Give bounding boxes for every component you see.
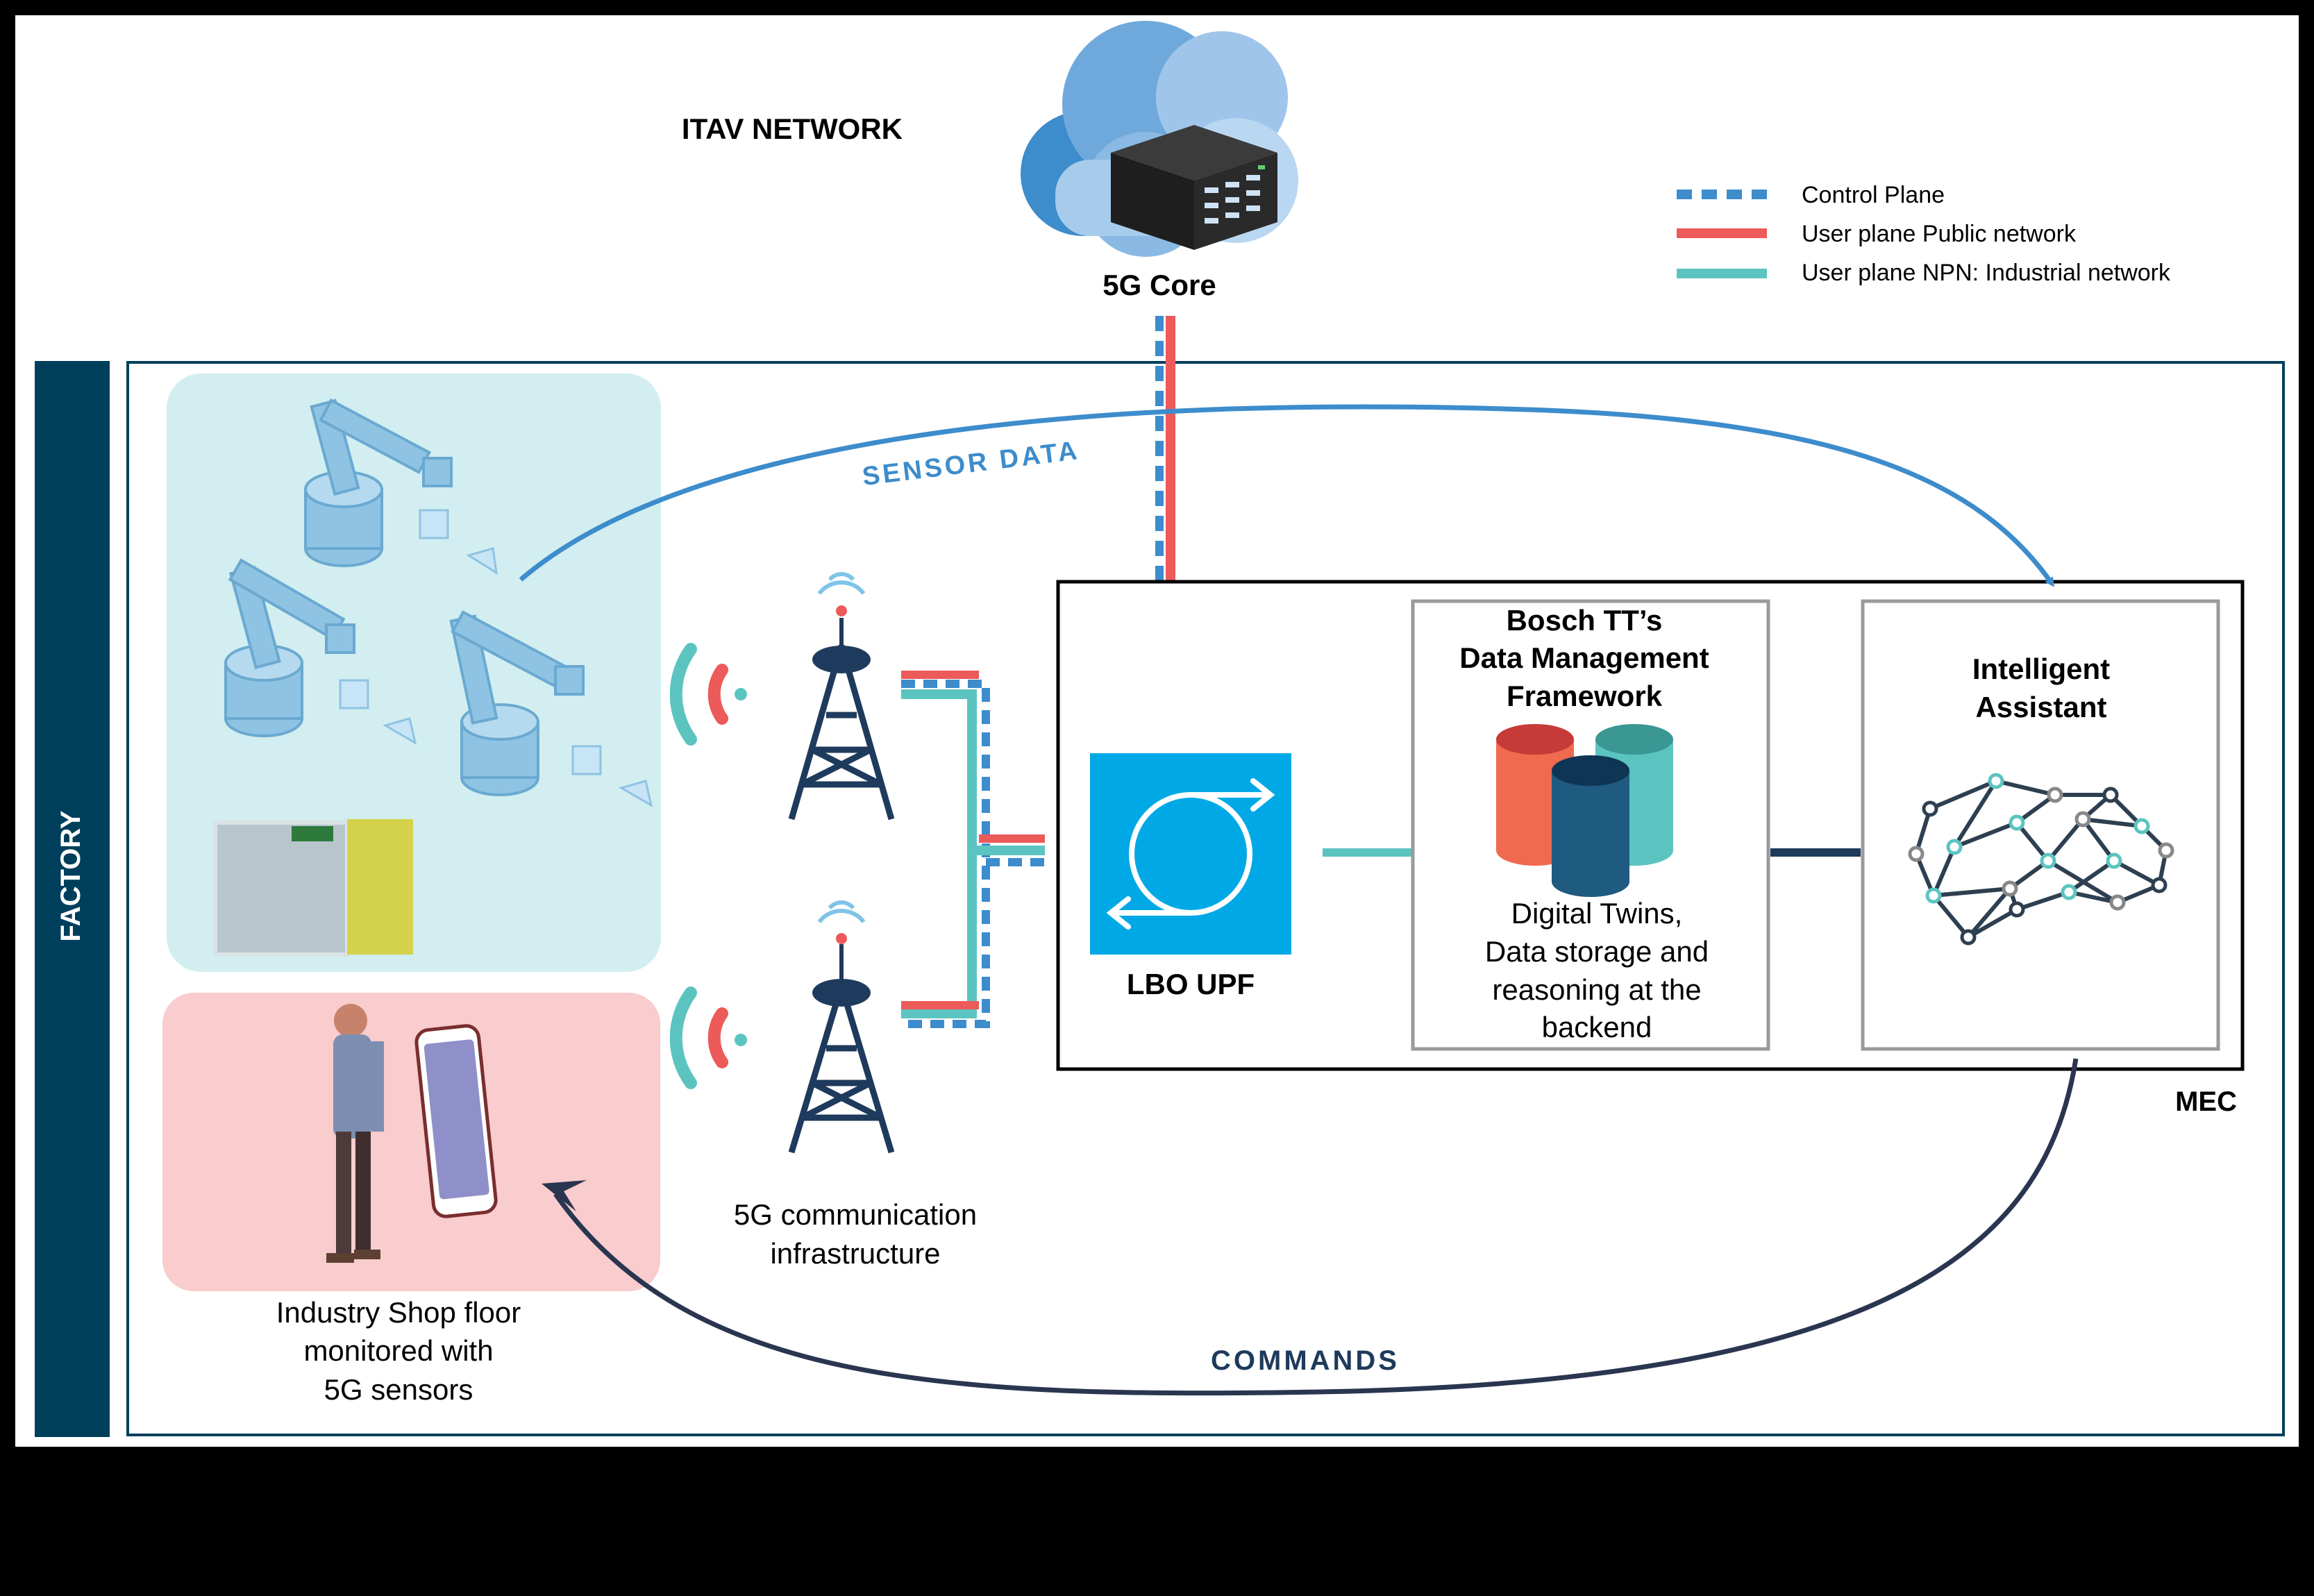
infra-caption-2: infrastructure	[770, 1237, 940, 1270]
dmf-title-2: Data Management	[1459, 641, 1709, 674]
commands-label: COMMANDS	[1211, 1345, 1400, 1376]
assistant-title-2: Assistant	[1975, 691, 2106, 723]
mec-label: MEC	[2175, 1086, 2237, 1117]
cell-tower-icon	[788, 571, 895, 1154]
shop-floor-caption-2: monitored with	[303, 1334, 493, 1367]
robot-arm-icon	[224, 398, 585, 796]
core-label: 5G Core	[1102, 269, 1216, 301]
factory-label: FACTORY	[56, 810, 86, 941]
dmf-title-3: Framework	[1507, 680, 1663, 712]
legend: Control Plane User plane Public network …	[1677, 182, 2171, 286]
legend-label-npn: User plane NPN: Industrial network	[1802, 260, 2171, 286]
legend-label-control: Control Plane	[1802, 182, 1945, 208]
assistant-title-1: Intelligent	[1972, 653, 2110, 685]
shop-floor-caption-1: Industry Shop floor	[276, 1296, 521, 1329]
factory-frame	[126, 361, 2285, 1436]
database-icon	[1496, 724, 1673, 897]
cycle-arrows-icon	[1106, 778, 1275, 930]
dmf-body-1: Digital Twins,	[1511, 897, 1683, 930]
worker-icon	[326, 1004, 384, 1263]
dmf-body-2: Data storage and	[1485, 935, 1709, 968]
worker-zone	[162, 993, 660, 1291]
infra-caption-1: 5G communication	[734, 1198, 977, 1231]
smartphone-icon	[414, 1024, 498, 1218]
dmf-title-1: Bosch TT’s	[1507, 604, 1663, 637]
legend-label-public: User plane Public network	[1802, 221, 2077, 247]
workpiece-cubes	[339, 509, 653, 808]
commands-arrow	[553, 1058, 2079, 1396]
shop-floor-caption-3: 5G sensors	[324, 1373, 473, 1406]
network-label: ITAV NETWORK	[682, 112, 903, 145]
assistant-box	[1861, 599, 2220, 1051]
sensor-data-arrow	[519, 404, 2055, 587]
upf-box	[1090, 753, 1291, 955]
wireless-signal-icon	[669, 643, 747, 1089]
tower-upf-link	[901, 671, 1045, 1028]
server-rack-icon	[1111, 125, 1277, 250]
dmf-body-4: backend	[1542, 1011, 1652, 1043]
factory-sidebar	[35, 361, 110, 1437]
commands-arrowhead	[542, 1180, 587, 1211]
sensor-device-icon	[213, 819, 413, 957]
upf-label: LBO UPF	[1127, 968, 1255, 1000]
dmf-body-3: reasoning at the	[1492, 973, 1701, 1006]
neural-network-icon	[1908, 773, 2174, 946]
